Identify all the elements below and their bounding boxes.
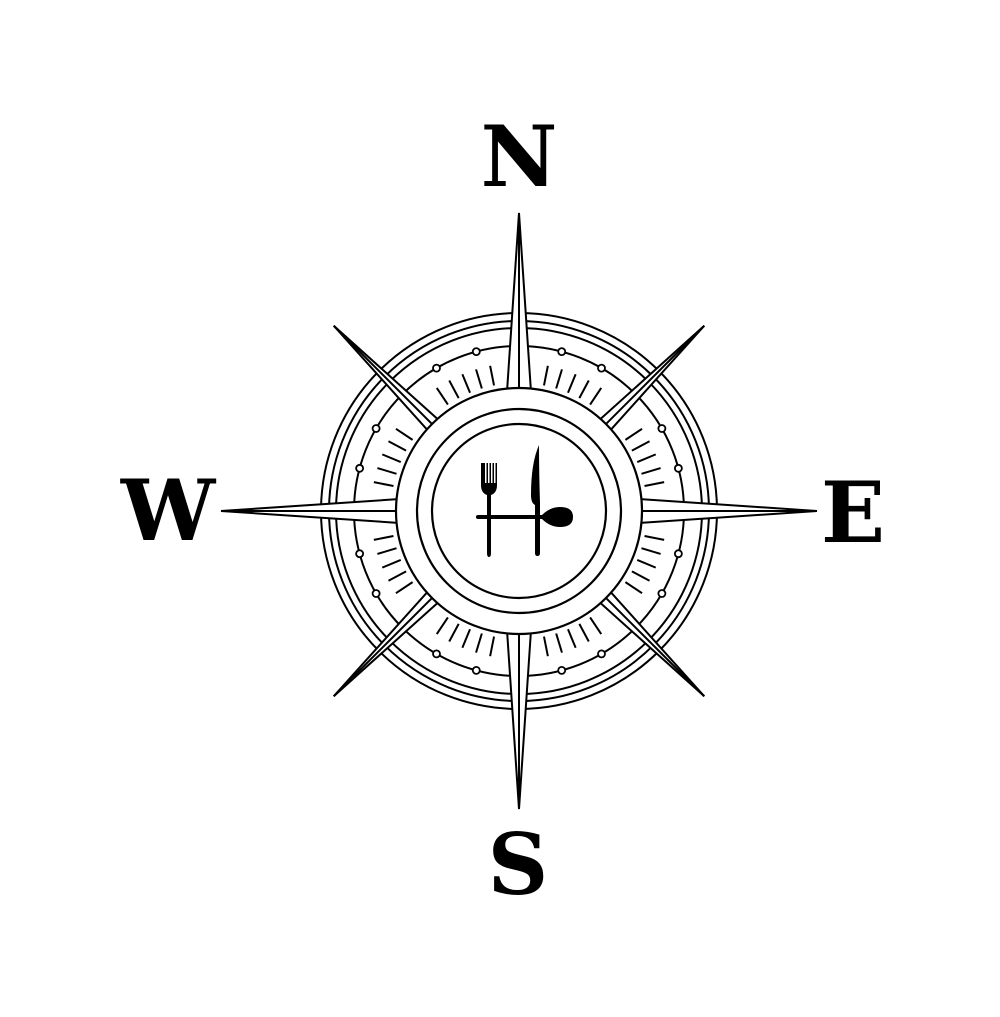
tick-mark — [624, 427, 643, 441]
tick-mark — [631, 570, 650, 582]
ring-dot — [557, 665, 567, 675]
east-label: E — [821, 463, 885, 562]
tick-mark — [542, 365, 549, 386]
ring-dot — [597, 363, 606, 373]
tick-mark — [381, 559, 402, 569]
tick-mark — [377, 547, 397, 555]
tick-mark — [589, 387, 603, 406]
tick-mark — [636, 559, 657, 569]
tick-mark — [644, 534, 665, 541]
tick-mark — [461, 373, 471, 394]
cutlery-emblem — [476, 445, 573, 557]
tick-mark — [644, 481, 665, 488]
ring-dot — [673, 549, 683, 559]
tick-mark — [395, 427, 414, 441]
tick-mark — [489, 365, 496, 386]
tick-mark — [555, 633, 563, 653]
ring-dot — [371, 589, 381, 598]
tick-mark — [567, 628, 577, 649]
medallion-inner-ring — [430, 422, 608, 600]
tick-mark — [475, 633, 483, 653]
tick-marks — [373, 365, 665, 657]
tick-mark — [435, 387, 449, 406]
tick-mark — [631, 440, 650, 452]
tick-mark — [636, 453, 657, 463]
inner-medallion — [394, 386, 644, 636]
ring-dot — [355, 549, 365, 559]
ring-dots — [355, 347, 683, 675]
tick-mark — [448, 623, 460, 642]
tick-mark — [489, 636, 496, 657]
knife-icon — [531, 445, 540, 556]
ring-dot — [432, 649, 441, 659]
tick-mark — [395, 581, 414, 595]
tick-mark — [589, 616, 603, 635]
tick-mark — [542, 636, 549, 657]
ring-dot — [471, 665, 481, 675]
tick-mark — [578, 623, 590, 642]
tick-mark — [388, 440, 407, 452]
tick-mark — [435, 616, 449, 635]
ring-dot — [673, 463, 683, 473]
tick-mark — [377, 467, 397, 475]
north-label: N — [481, 107, 558, 206]
ring-dot — [371, 424, 381, 433]
tick-mark — [475, 369, 483, 389]
tick-mark — [381, 453, 402, 463]
tick-mark — [373, 534, 394, 541]
ring-dot — [657, 589, 667, 598]
fork-icon — [481, 463, 497, 557]
tick-mark — [555, 369, 563, 389]
ring-dot — [432, 363, 441, 373]
west-label: W — [120, 461, 217, 560]
tick-mark — [578, 380, 590, 399]
tick-mark — [388, 570, 407, 582]
ring-dot — [557, 347, 567, 357]
tick-mark — [461, 628, 471, 649]
ring-dot — [597, 649, 606, 659]
tick-mark — [641, 547, 661, 555]
tick-mark — [641, 467, 661, 475]
ring-dot — [657, 424, 667, 433]
tick-mark — [624, 581, 643, 595]
south-label: S — [488, 815, 549, 914]
ring-dot — [471, 347, 481, 357]
ring-dot — [355, 463, 365, 473]
spoon-icon — [476, 507, 573, 527]
tick-mark — [448, 380, 460, 399]
tick-mark — [567, 373, 577, 394]
tick-mark — [373, 481, 394, 488]
